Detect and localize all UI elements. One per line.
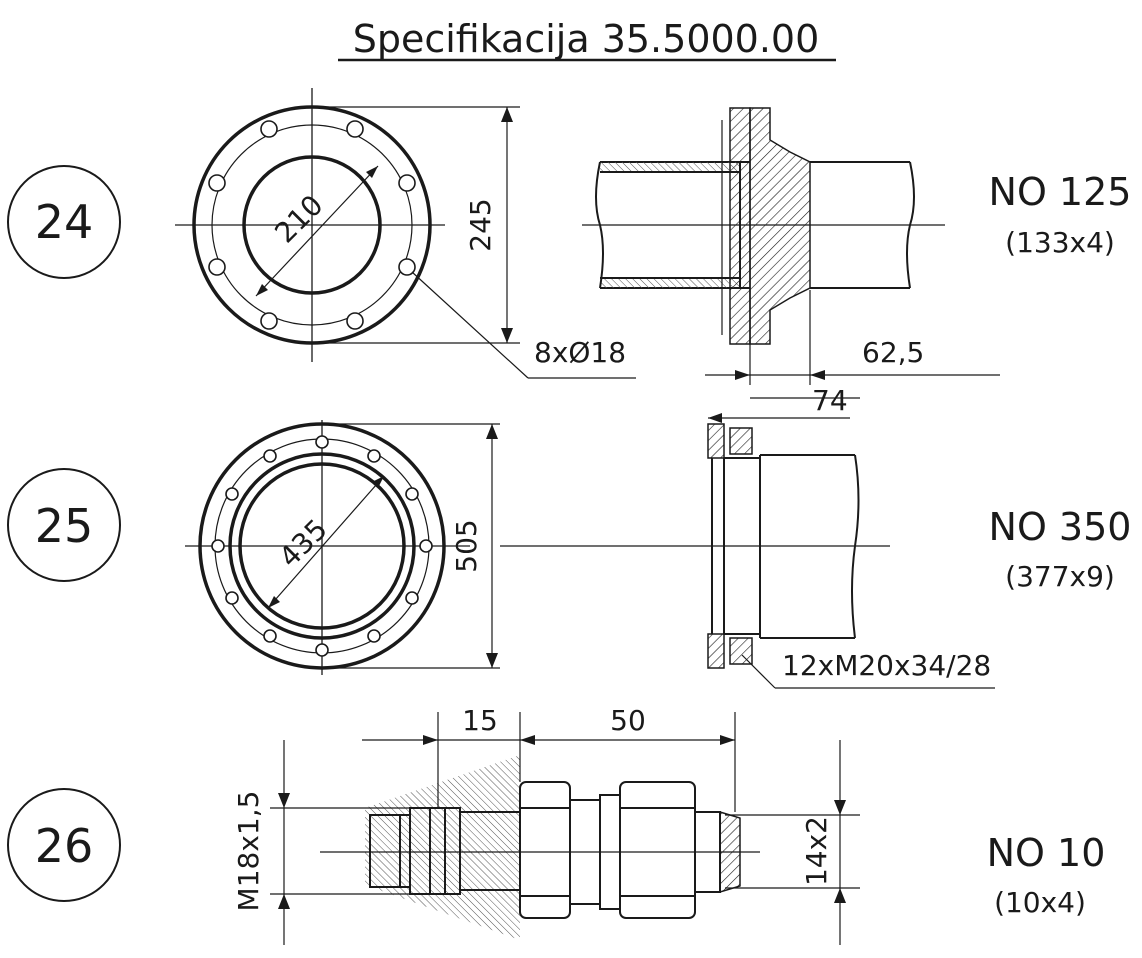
item-number: 24 [35, 195, 94, 249]
fitting-side-view: 15 50 M18x1,5 14x2 [232, 704, 860, 945]
dim-length-b: 50 [610, 704, 646, 737]
item-number-circle [7, 468, 121, 582]
dim-holes: 8xØ18 [534, 336, 626, 369]
dim-outer-diameter: 505 [450, 519, 483, 572]
page-title: Specifikacija 35.5000.00 [353, 17, 820, 61]
dim-inner-diameter: 435 [273, 513, 334, 574]
dim-inner-diameter: 210 [268, 188, 329, 249]
pipe-size: (10x4) [994, 886, 1086, 919]
dim-outer-diameter: 245 [464, 198, 497, 251]
item-number-circle [7, 165, 121, 279]
flange-side-view: 12xM20x34/28 [500, 413, 995, 689]
dim-threads: 12xM20x34/28 [782, 649, 991, 682]
row-24: 24 210 245 [7, 88, 1132, 417]
dim-thread: M18x1,5 [232, 791, 265, 912]
flange-front-view: 435 505 [185, 420, 500, 675]
item-number-circle [7, 788, 121, 902]
nominal-size: NO 125 [989, 170, 1132, 214]
item-number: 25 [35, 499, 94, 553]
flange-side-view: 62,5 74 [582, 107, 1000, 417]
item-number: 26 [35, 819, 94, 873]
pipe-size: (377x9) [1005, 560, 1115, 593]
nominal-size: NO 350 [989, 505, 1132, 549]
flange-front-view: 210 245 8xØ18 [175, 88, 636, 379]
row-25: 25 435 [7, 413, 1132, 689]
dim-length-a: 15 [462, 704, 498, 737]
dim-length-a: 62,5 [862, 336, 924, 369]
dim-length-b: 74 [812, 384, 848, 417]
dim-tube: 14x2 [800, 816, 833, 886]
nominal-size: NO 10 [987, 831, 1106, 875]
pipe-size: (133x4) [1005, 226, 1115, 259]
row-26: 26 [7, 704, 1106, 945]
